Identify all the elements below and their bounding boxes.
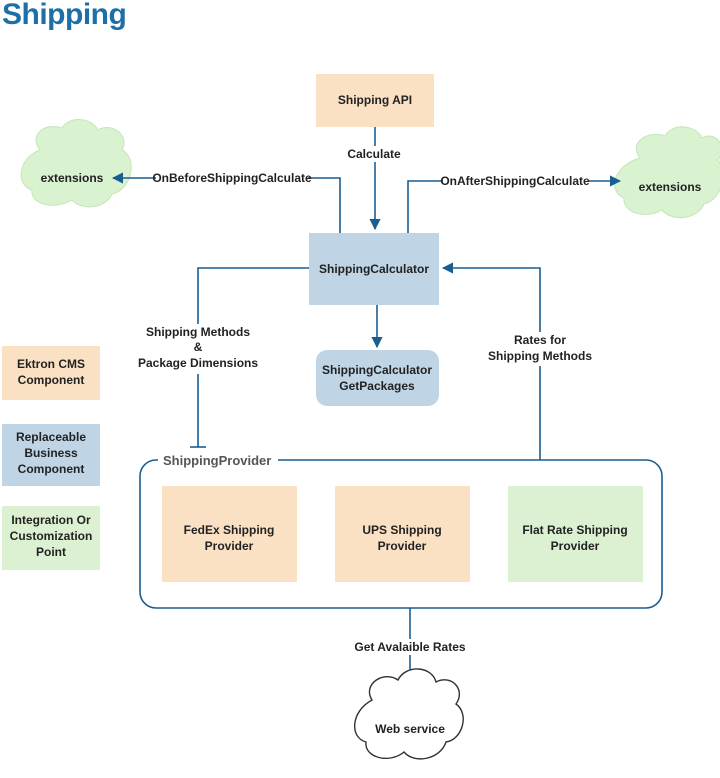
legend-integration-line1: Integration Or [11,513,91,527]
shipping-api-node: Shipping API [316,74,434,127]
calculate-label: Calculate [347,147,401,161]
legend-replaceable-line1: Replaceable [16,430,86,444]
extensions-right-label: extensions [639,180,702,194]
legend-integration-line3: Point [36,545,66,559]
shipping-provider-group: ShippingProvider [139,450,663,609]
legend-component: Ektron CMS Component [2,346,100,400]
shipping-calculator-node: ShippingCalculator [309,233,439,305]
shipping-calculator-label: ShippingCalculator [319,262,429,276]
before-edge [111,172,341,233]
rates-label-line1: Rates for [514,333,566,347]
get-packages-node: ShippingCalculator GetPackages [316,350,439,406]
flat-line2: Provider [551,539,600,553]
shipping-api-label: Shipping API [338,93,412,107]
shipping-provider-label: ShippingProvider [163,453,271,468]
get-rates-label: Get Avalaible Rates [354,640,465,654]
ups-line2: Provider [378,539,427,553]
methods-label-line3: Package Dimensions [138,356,258,370]
fedex-provider-node: FedEx Shipping Provider [162,486,297,582]
legend-replaceable-line2: Business [24,446,78,460]
web-service-label: Web service [375,722,445,736]
fedex-line2: Provider [205,539,254,553]
web-service-cloud: Web service [353,668,464,760]
fedex-line1: FedEx Shipping [184,523,275,537]
methods-edge [197,267,309,447]
legend-component-line1: Ektron CMS [17,357,85,371]
methods-label-line2: & [194,340,203,354]
after-label: OnAfterShippingCalculate [440,174,590,188]
get-packages-line1: ShippingCalculator [322,363,432,377]
legend-integration: Integration Or Customization Point [2,506,100,570]
legend-integration-line2: Customization [10,529,93,543]
extensions-left-cloud: extensions [20,119,132,208]
legend-component-line2: Component [18,373,85,387]
extensions-left-label: extensions [41,171,104,185]
extensions-right-cloud: extensions [614,126,720,219]
legend-replaceable-line3: Component [18,462,85,476]
rates-edge [441,262,541,460]
flat-rate-provider-node: Flat Rate Shipping Provider [508,486,643,582]
flat-line1: Flat Rate Shipping [522,523,627,537]
page-title: Shipping [2,0,127,31]
before-label: OnBeforeShippingCalculate [152,171,312,185]
get-packages-line2: GetPackages [339,379,415,393]
methods-label-line1: Shipping Methods [146,325,250,339]
rates-label-line2: Shipping Methods [488,349,592,363]
ups-line1: UPS Shipping [362,523,441,537]
ups-provider-node: UPS Shipping Provider [335,486,470,582]
legend-replaceable: Replaceable Business Component [2,424,100,486]
